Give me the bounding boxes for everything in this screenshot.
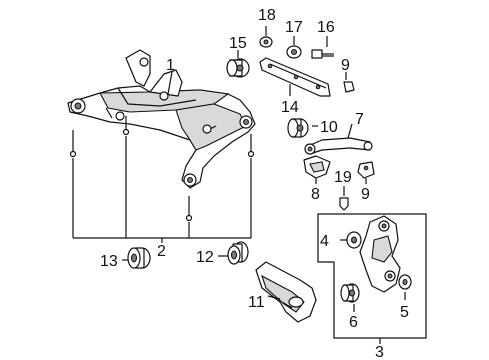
callout-9-upper: 9 [341, 57, 350, 74]
callout-8: 8 [311, 186, 320, 203]
callout-3: 3 [375, 344, 384, 360]
bushing-6 [340, 283, 360, 312]
callout-labels: 1 2 3 4 5 6 7 8 9 9 10 11 12 13 14 15 16… [100, 7, 409, 360]
washer-17 [286, 36, 302, 59]
knuckle [359, 215, 401, 293]
knuckle-assembly-box [317, 213, 427, 344]
callout-10: 10 [320, 119, 338, 136]
leader-lines [167, 71, 293, 309]
callout-17: 17 [285, 19, 303, 36]
bracket-9-upper [343, 72, 355, 93]
callout-12: 12 [196, 249, 214, 266]
callout-13: 13 [100, 253, 118, 270]
bolt-16 [311, 36, 334, 59]
callout-1: 1 [166, 57, 175, 74]
bushing-4 [340, 231, 362, 249]
callout-11: 11 [248, 294, 265, 311]
callout-2: 2 [157, 243, 166, 260]
callout-7: 7 [355, 111, 364, 128]
bushing-5 [398, 274, 412, 300]
bracket-9-lower [357, 161, 375, 184]
bushing-12 [218, 241, 249, 265]
clip-19 [339, 186, 349, 211]
bushing-15 [226, 50, 250, 78]
callout-6: 6 [349, 314, 358, 331]
callout-14: 14 [281, 99, 299, 116]
mounting-bar-14 [259, 57, 331, 97]
callout-5: 5 [400, 304, 409, 321]
subframe-crossmember [67, 49, 256, 189]
callout-18: 18 [258, 7, 276, 24]
bracket-8 [303, 155, 331, 184]
callout-19: 19 [334, 169, 352, 186]
bushing-10 [287, 118, 318, 138]
washer-18 [259, 26, 273, 48]
trailing-link-7 [304, 123, 373, 155]
callout-16: 16 [317, 19, 335, 36]
bushing-13 [122, 247, 151, 269]
callout-9-lower: 9 [361, 186, 370, 203]
callout-15: 15 [229, 35, 247, 52]
lower-control-arm [255, 261, 317, 323]
callout-4: 4 [320, 233, 329, 250]
subframe-bolts [69, 116, 255, 243]
